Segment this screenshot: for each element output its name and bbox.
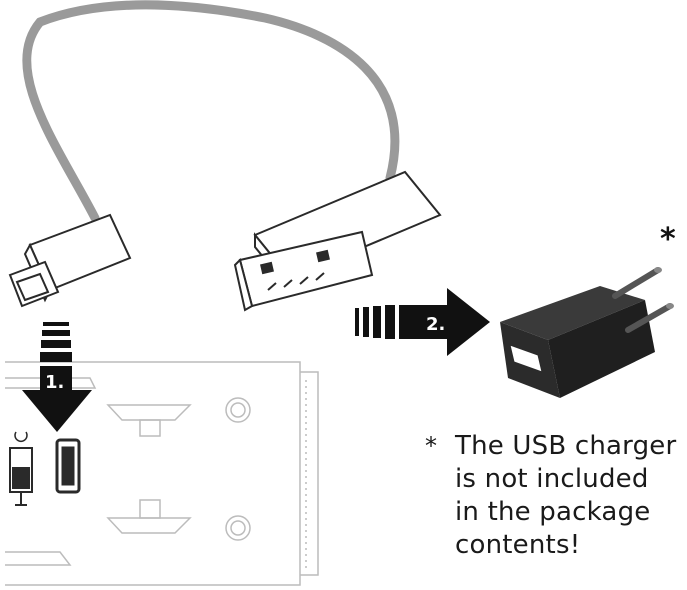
- note-asterisk: *: [425, 432, 438, 460]
- usb-charger: [500, 267, 674, 398]
- note-line: The USB charger: [455, 431, 677, 461]
- note-line: is not included: [455, 464, 649, 494]
- usb-a-plug: [233, 170, 442, 312]
- device-switch: [9, 431, 33, 506]
- charger-asterisk: *: [660, 222, 676, 257]
- device-outline: [5, 361, 319, 586]
- step-1-label: 1.: [45, 372, 64, 393]
- note-line: in the package: [455, 497, 651, 527]
- arrow-step-2: [355, 288, 490, 356]
- arrow-step-1: [22, 322, 92, 432]
- usb-cable: [22, 0, 400, 223]
- micro-usb-plug: [8, 213, 132, 308]
- note-line: contents!: [455, 530, 581, 560]
- micro-usb-port: [55, 438, 81, 494]
- step-2-label: 2.: [426, 314, 445, 335]
- charger-note: * The USB charger is not included in the…: [425, 430, 685, 562]
